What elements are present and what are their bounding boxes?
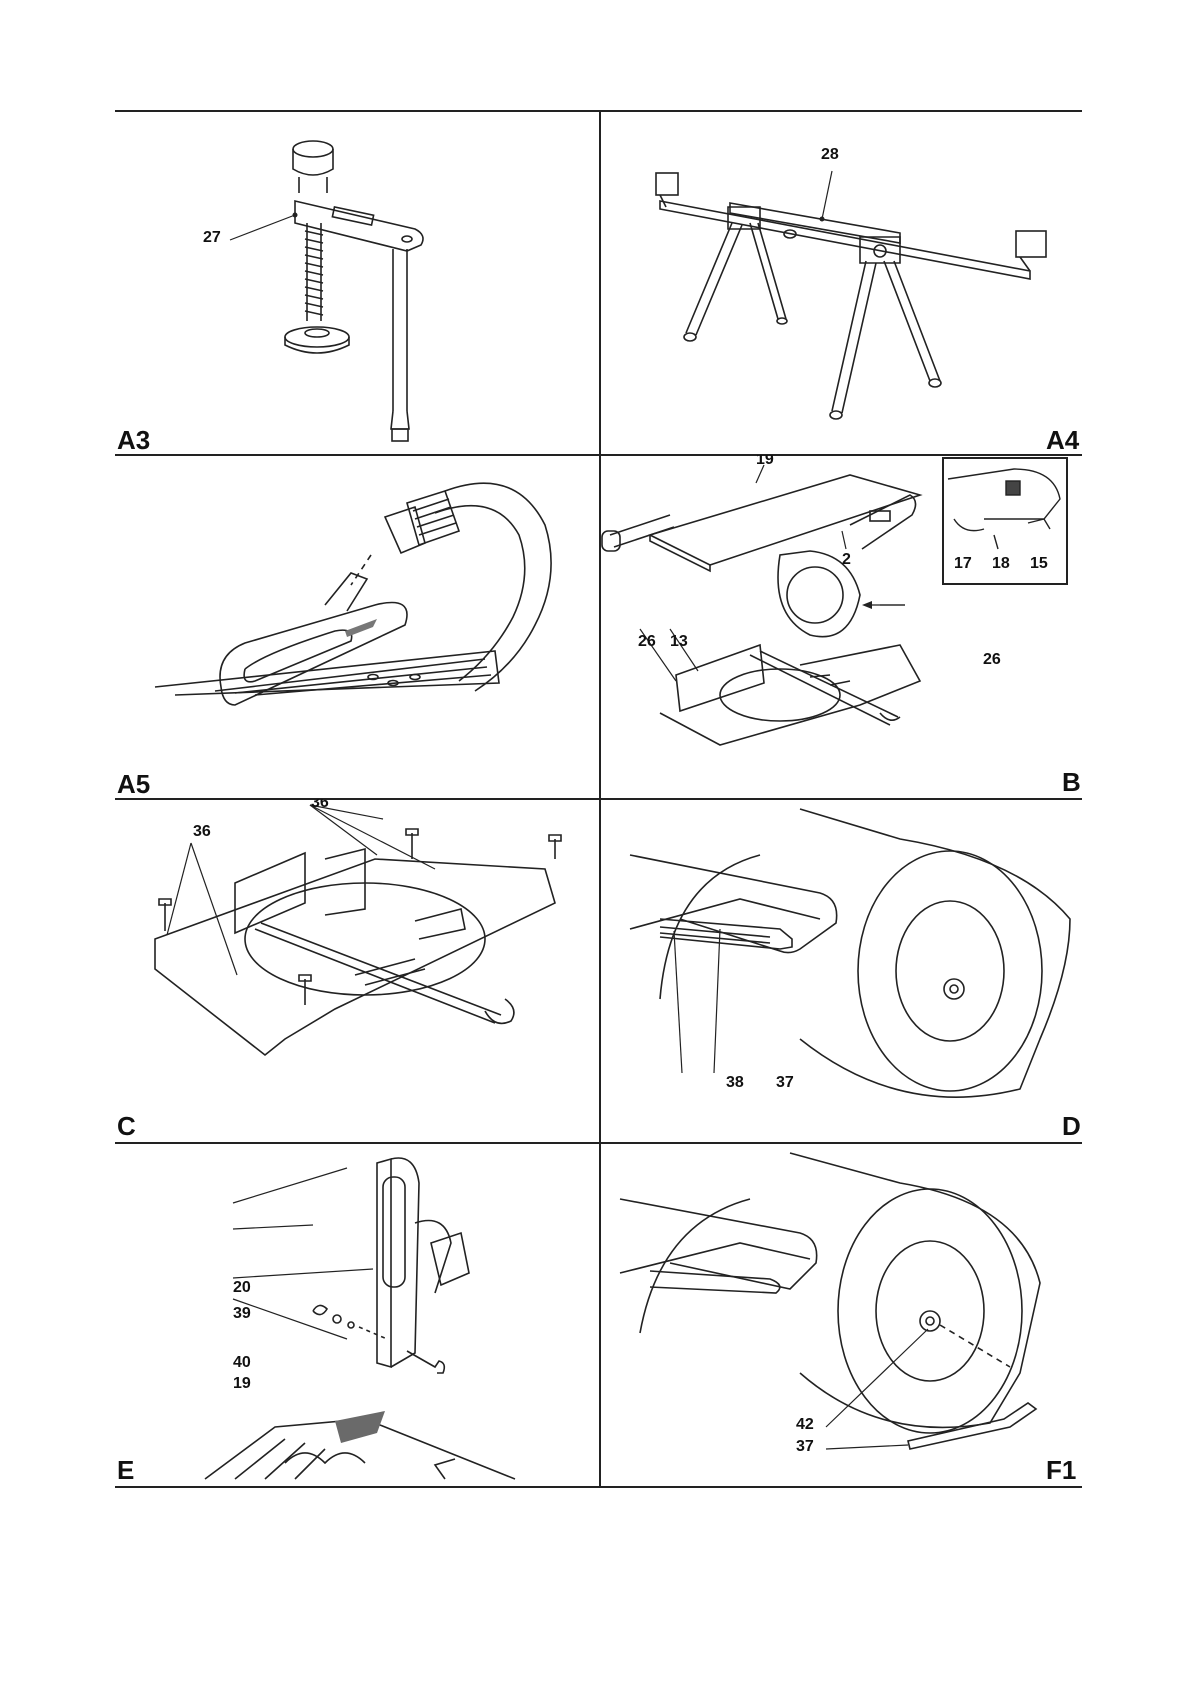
callout-13: 13 [670,633,688,651]
panel-label-a4: A4 [1046,425,1079,455]
panel-label-c: C [117,1111,136,1142]
callout-36-top: 36 [311,799,329,812]
callout-36-left: 36 [193,823,211,841]
key-storage-drawing [600,799,1084,1143]
callout-26-right: 26 [983,651,1001,669]
spindle-lock-drawing [600,1143,1084,1487]
guard-fitting-drawing [115,1143,599,1487]
callout-37: 37 [776,1074,794,1092]
callout-19: 19 [756,455,774,469]
base-mounting-drawing [115,799,599,1143]
panel-a4: 28 A4 [600,111,1084,455]
inset-callout-15: 15 [1030,555,1048,573]
panel-d: 38 37 D [600,799,1084,1143]
callout-19: 19 [233,1375,251,1393]
saw-stand-drawing [600,111,1084,455]
detail-inset: 17 18 15 [942,457,1068,585]
callout-37: 37 [796,1438,814,1456]
callout-40: 40 [233,1354,251,1372]
panel-f1: 42 37 F1 [600,1143,1084,1487]
panel-label-b: B [1062,767,1081,798]
callout-39: 39 [233,1305,251,1323]
panel-b: 17 18 15 19 2 26 13 26 B [600,455,1084,799]
callout-28: 28 [821,146,839,164]
callout-26-left: 26 [638,633,656,651]
callout-38: 38 [726,1074,744,1092]
panel-e: 20 39 40 19 E [115,1143,599,1487]
inset-callout-18: 18 [992,555,1010,573]
dust-extraction-drawing [115,455,599,799]
panel-label-a5: A5 [117,769,150,799]
callout-42: 42 [796,1416,814,1434]
inset-callout-17: 17 [954,555,972,573]
callout-27: 27 [203,229,221,247]
panel-c: 36 36 C [115,799,599,1143]
callout-2: 2 [842,551,851,569]
panel-label-a3: A3 [117,425,150,455]
panel-label-d: D [1062,1111,1081,1142]
clamp-drawing [115,111,599,455]
panel-a3: 27 A3 [115,111,599,455]
panel-label-f1: F1 [1046,1455,1076,1486]
callout-20: 20 [233,1279,251,1297]
panel-label-e: E [117,1455,134,1486]
panel-a5: A5 [115,455,599,799]
